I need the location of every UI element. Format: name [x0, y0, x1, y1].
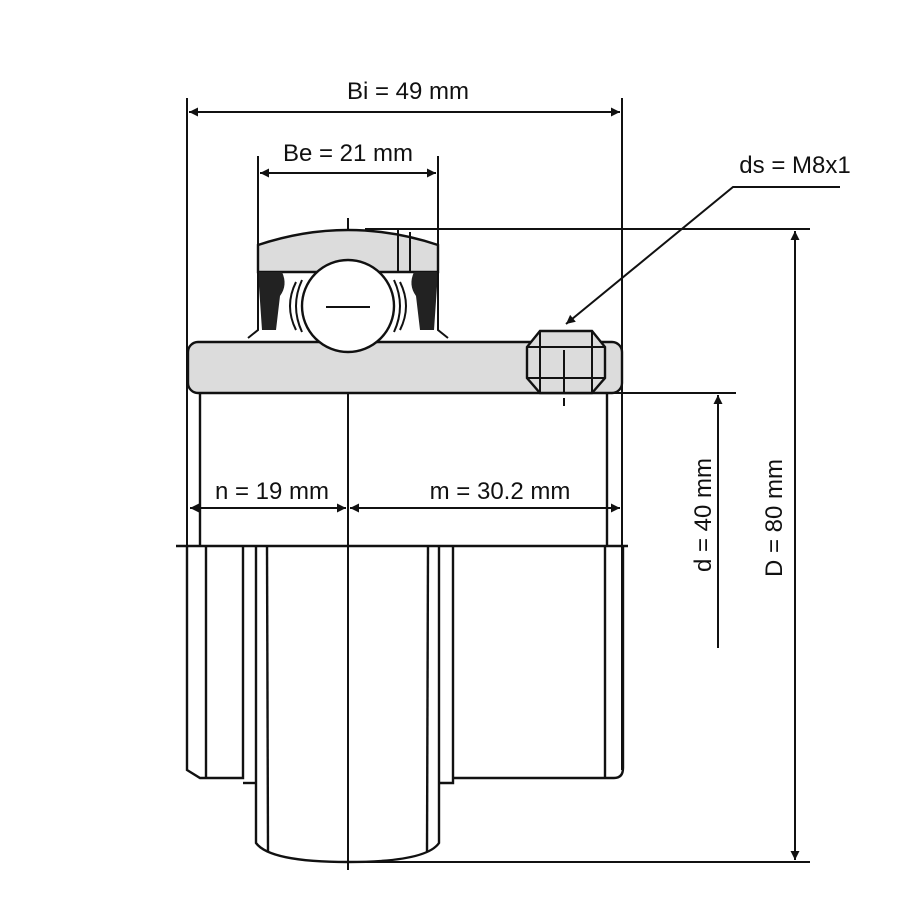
be-label: Be = 21 mm — [283, 140, 413, 167]
inner-ring — [186, 340, 624, 395]
seal-left — [258, 272, 285, 330]
shaft-section — [185, 545, 625, 864]
set-screw — [525, 329, 607, 406]
n-label: n = 19 mm — [215, 478, 329, 505]
ds-leader-arrow — [565, 186, 840, 325]
bi-label: Bi = 49 mm — [347, 78, 469, 105]
D-label: D = 80 mm — [761, 459, 788, 577]
d-label: d = 40 mm — [690, 458, 717, 572]
seal-right — [411, 272, 438, 330]
ds-label: ds = M8x1 — [739, 152, 850, 179]
outer-ring — [256, 228, 440, 274]
m-label: m = 30.2 mm — [430, 478, 571, 505]
housing-body — [176, 393, 628, 548]
